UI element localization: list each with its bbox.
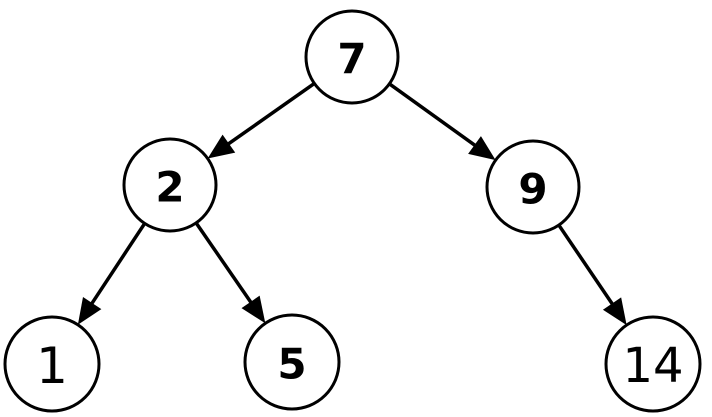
edge-line [557,224,615,307]
node-label: 2 [155,163,184,212]
node-label: 7 [337,35,366,84]
edge-line [226,82,316,147]
edge-n7-n9 [388,82,496,161]
nodes-layer: 7 2 9 1 5 14 [3,9,702,413]
node-circle [122,137,218,233]
arrowhead-icon [602,297,627,326]
tree-node-9: 9 [485,139,581,235]
node-label: 14 [622,338,683,394]
node-label: 5 [277,340,306,389]
node-label: 1 [36,337,68,395]
node-circle [304,9,400,105]
tree-node-1: 1 [3,315,101,413]
tree-node-7: 7 [304,9,400,105]
edge-n7-n2 [207,82,316,159]
tree-node-5: 5 [243,313,341,411]
node-circle [3,315,101,413]
node-circle [604,315,702,413]
edge-line [388,82,478,148]
edge-n9-n14 [557,224,627,326]
node-label: 9 [518,165,547,214]
arrowhead-icon [77,296,102,325]
tree-node-2: 2 [122,137,218,233]
arrowhead-icon [207,134,236,159]
edge-n2-n1 [77,222,147,325]
tree-node-14: 14 [604,315,702,413]
edge-line [89,222,147,306]
arrowhead-icon [241,295,266,324]
edge-line [194,221,254,305]
edge-n2-n5 [194,221,266,324]
arrowhead-icon [468,136,496,161]
node-circle [485,139,581,235]
edges-layer [77,82,627,326]
node-circle [243,313,341,411]
